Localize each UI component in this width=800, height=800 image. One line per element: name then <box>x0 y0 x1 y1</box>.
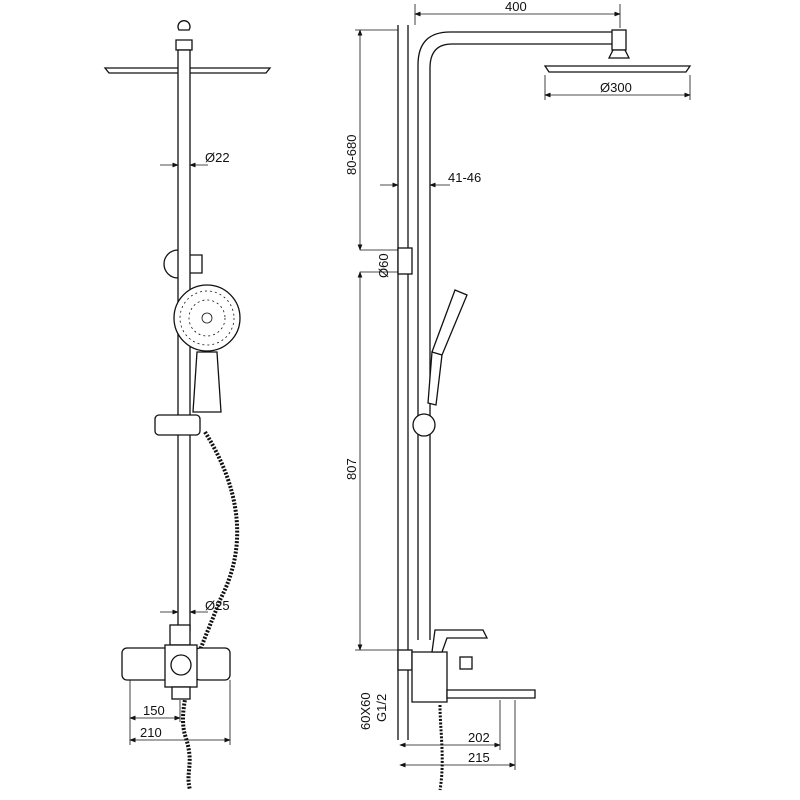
holder-bracket <box>163 249 203 279</box>
wall-inlet <box>397 649 413 671</box>
dim-mixer-inner: 150 <box>143 703 165 718</box>
spout <box>446 689 536 699</box>
dim-pipe-lower: Ø25 <box>205 598 230 613</box>
side-view: 400 Ø300 80-680 41-46 Ø60 807 60X60 G1/2… <box>344 0 692 791</box>
dim-head-diameter: Ø300 <box>600 80 632 95</box>
dim-arm-length: 400 <box>505 0 527 14</box>
front-view: Ø22 Ø25 150 210 <box>103 20 272 791</box>
hand-shower-handle <box>192 351 222 413</box>
dim-height-adjust: 80-680 <box>344 135 359 175</box>
bracket-side <box>397 247 413 275</box>
slider <box>154 414 201 436</box>
dim-thread: G1/2 <box>374 694 389 722</box>
top-connector <box>175 20 193 51</box>
mixer-right-plate <box>194 647 231 681</box>
mixer-side <box>411 651 448 703</box>
dim-spout-outer: 215 <box>468 750 490 765</box>
shower-arm <box>417 31 620 640</box>
hose-side <box>438 704 444 791</box>
rain-head-side <box>543 65 692 73</box>
slider-side <box>412 413 436 437</box>
mixer-lever <box>431 629 489 653</box>
dim-mixer-outer: 210 <box>140 725 162 740</box>
hand-shower-head <box>173 284 241 352</box>
dim-inlet-size: 60X60 <box>358 692 373 730</box>
dim-wall-offset: 41-46 <box>448 170 481 185</box>
dim-rail-length: 807 <box>344 458 359 480</box>
dim-bracket: Ø60 <box>376 253 391 278</box>
dim-pipe-upper: Ø22 <box>205 150 230 165</box>
dim-spout-inner: 202 <box>468 730 490 745</box>
diverter <box>169 624 191 646</box>
hand-shower-side <box>427 289 468 406</box>
